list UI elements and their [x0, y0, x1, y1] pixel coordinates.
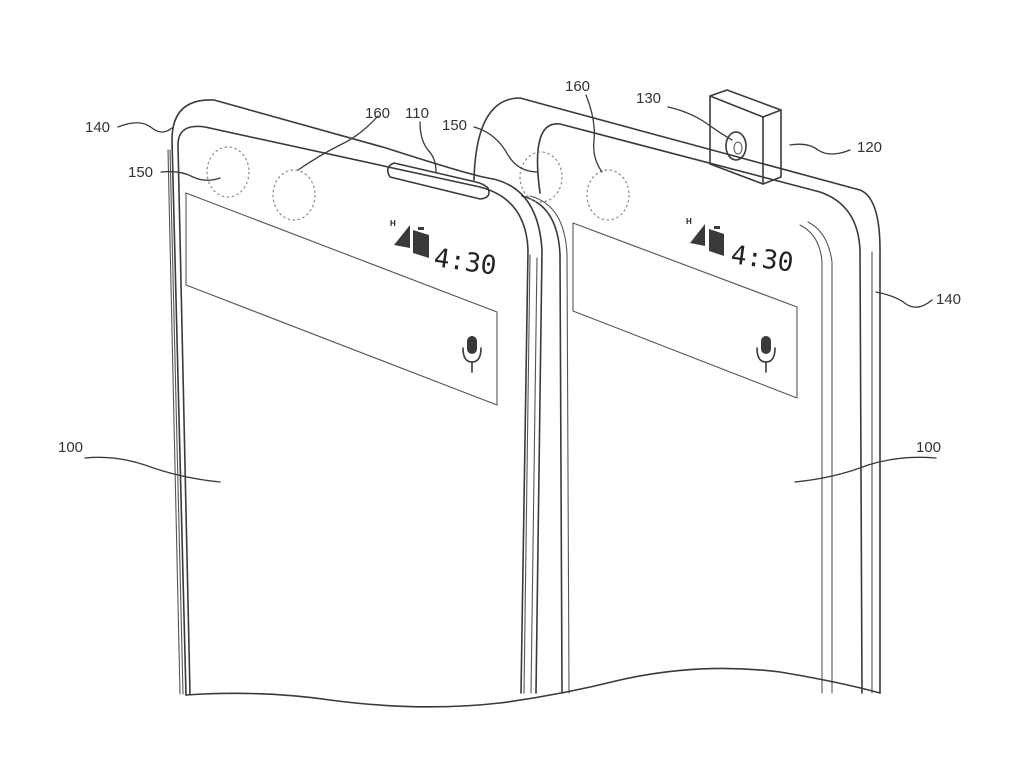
ref-160-right: 160 — [565, 78, 590, 95]
leader-lines — [84, 94, 937, 483]
camera-lens-icon — [725, 131, 747, 161]
sensor-150-left — [206, 146, 250, 198]
sensor-160-right — [586, 169, 630, 221]
network-label: H — [390, 219, 396, 228]
status-time-left: 4:30 — [432, 243, 498, 281]
battery-icon — [709, 229, 724, 256]
microphone-icon — [462, 336, 482, 373]
ref-100-right: 100 — [916, 439, 941, 456]
ref-150-left: 150 — [128, 164, 153, 181]
ref-150-right: 150 — [442, 117, 467, 134]
search-bar-left — [185, 192, 498, 406]
network-label: H — [686, 217, 692, 226]
ref-160-left: 160 — [365, 105, 390, 122]
signal-icon — [394, 225, 410, 248]
search-bar-right — [572, 222, 798, 399]
sensor-160-left — [272, 169, 316, 221]
status-icons-right: H 4:30 — [686, 217, 795, 279]
status-icons-left: H 4:30 — [390, 219, 498, 282]
ref-130: 130 — [636, 90, 661, 107]
status-time-right: 4:30 — [729, 240, 795, 278]
phone-left: H 4:30 — [167, 99, 543, 696]
camera-module — [709, 89, 782, 185]
battery-icon — [413, 230, 429, 258]
reference-numerals: 140 150 160 110 150 160 130 120 140 100 … — [58, 78, 961, 456]
hole-slot — [386, 162, 490, 200]
sensor-150-right — [519, 151, 563, 203]
signal-icon — [690, 224, 705, 246]
ref-120: 120 — [857, 139, 882, 156]
ref-100-left: 100 — [58, 439, 83, 456]
cut-line — [185, 667, 881, 708]
microphone-icon — [756, 336, 776, 373]
ref-140-right: 140 — [936, 291, 961, 308]
ref-110: 110 — [405, 105, 429, 122]
ref-140-left: 140 — [85, 119, 110, 136]
phone-right: H 4:30 — [473, 89, 881, 694]
